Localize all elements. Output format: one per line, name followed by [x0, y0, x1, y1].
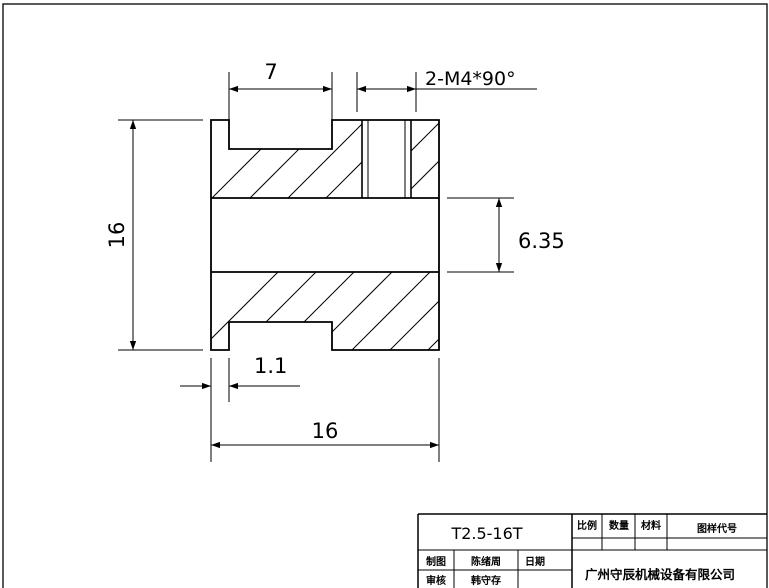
dimension-hub-width-label: 7 [264, 60, 277, 84]
date-label: 日期 [525, 555, 545, 568]
dimension-hub-width [228, 72, 333, 138]
dimension-bore-label: 6.35 [518, 229, 565, 253]
dimension-length [210, 358, 440, 462]
company-name: 广州守辰机械设备有限公司 [585, 567, 735, 582]
chamfer-note-label: 2-M4*90° [425, 68, 516, 90]
set-screw-hole [361, 120, 412, 198]
section-hatching-bottom [211, 272, 439, 350]
part-number: T2.5-16T [450, 524, 522, 543]
checked-name: 韩守存 [471, 574, 501, 587]
part-outline [210, 119, 440, 351]
dimension-height-label: 16 [105, 222, 129, 249]
dimension-length-label: 16 [312, 419, 339, 443]
section-hatching-top [211, 120, 439, 198]
checked-label: 审核 [426, 574, 446, 587]
drawing-code-label: 图样代号 [697, 522, 737, 535]
drawn-name: 陈绪周 [471, 555, 501, 568]
dimension-height [118, 119, 203, 351]
quantity-label: 数量 [609, 519, 629, 532]
scale-label: 比例 [577, 519, 597, 532]
material-label: 材料 [641, 519, 661, 532]
drawing-border [2, 3, 768, 588]
dimension-flange-label: 1.1 [254, 354, 287, 378]
dimension-bore [447, 197, 514, 273]
drawn-label: 制图 [426, 555, 446, 568]
dimension-chamfer [356, 72, 537, 112]
title-block [417, 513, 767, 588]
